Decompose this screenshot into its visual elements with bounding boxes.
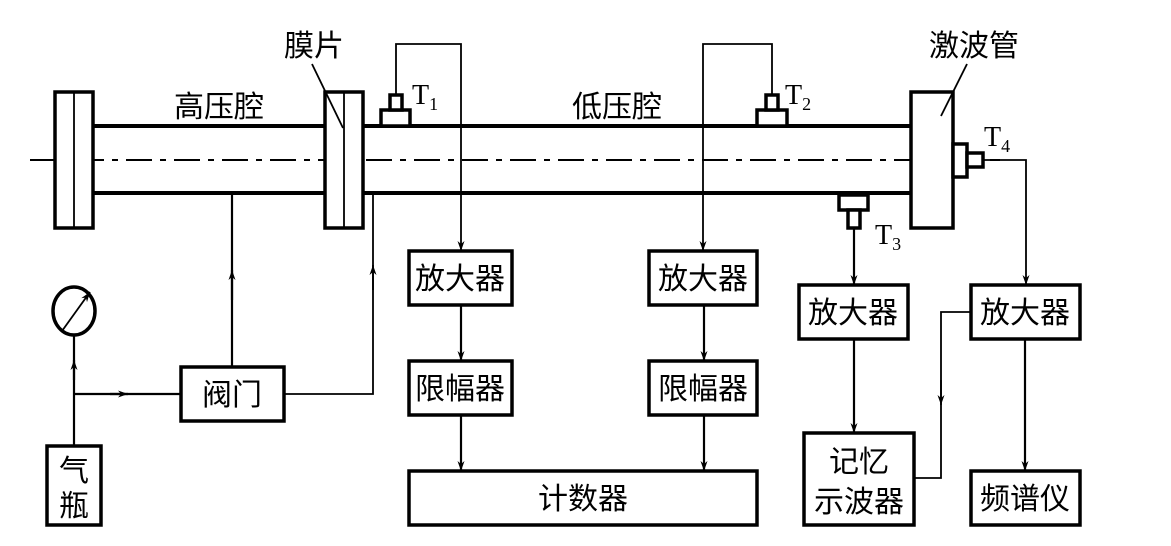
high-pressure-chamber-label: 高压腔: [174, 90, 264, 125]
svg-text:T2: T2: [785, 80, 811, 114]
svg-text:限幅器: 限幅器: [658, 372, 748, 407]
svg-text:阀门: 阀门: [202, 378, 262, 413]
sensor-t2: T2: [755, 80, 811, 128]
svg-text:T3: T3: [875, 220, 901, 254]
amplifier-2: 放大器: [647, 249, 759, 307]
diaphragm-label: 膜片: [284, 29, 344, 64]
svg-text:计数器: 计数器: [538, 482, 628, 517]
svg-text:频谱仪: 频谱仪: [980, 482, 1070, 517]
spectrum-analyzer-box: 频谱仪: [969, 469, 1082, 527]
limiter-1: 限幅器: [407, 359, 514, 417]
amp4-to-oscilloscope: [914, 311, 971, 479]
t1-wire: [395, 43, 465, 251]
shock-tube-label: 激波管: [929, 29, 1019, 64]
tube-pipe: [93, 124, 911, 195]
t4-wire: [983, 159, 1030, 285]
shock-tube-end-flange: [909, 90, 955, 230]
sensor-t1: T1: [379, 80, 438, 128]
pressure-gauge-icon: [51, 285, 97, 337]
valve-to-low-pressure-line: [284, 193, 374, 395]
svg-text:放大器: 放大器: [415, 262, 505, 297]
svg-text:T1: T1: [412, 80, 438, 114]
svg-text:气: 气: [59, 454, 89, 489]
counter-box: 计数器: [407, 469, 759, 527]
diaphragm-leader: [311, 63, 344, 129]
svg-text:放大器: 放大器: [980, 296, 1070, 331]
gas-cylinder-box: 气 瓶: [45, 444, 103, 527]
svg-text:放大器: 放大器: [658, 262, 748, 297]
svg-text:瓶: 瓶: [59, 489, 89, 524]
memory-oscilloscope-box: 记忆 示波器: [802, 431, 916, 527]
shock-tube-leader: [940, 63, 968, 117]
amplifier-4: 放大器: [969, 283, 1082, 341]
amplifier-1: 放大器: [407, 249, 514, 307]
low-pressure-chamber-label: 低压腔: [572, 90, 662, 125]
svg-text:记忆: 记忆: [829, 445, 889, 480]
left-flange: [53, 90, 95, 230]
svg-text:示波器: 示波器: [814, 485, 904, 520]
sensor-t4: T4: [951, 122, 1010, 179]
amplifier-3: 放大器: [797, 283, 910, 341]
valve-box: 阀门: [179, 365, 286, 423]
t2-wire: [699, 43, 773, 251]
svg-text:限幅器: 限幅器: [415, 372, 505, 407]
sensor-t3: T3: [837, 193, 901, 254]
diaphragm-flange: [323, 90, 365, 230]
limiter-2: 限幅器: [647, 359, 759, 417]
svg-text:放大器: 放大器: [808, 296, 898, 331]
svg-text:T4: T4: [984, 122, 1010, 156]
